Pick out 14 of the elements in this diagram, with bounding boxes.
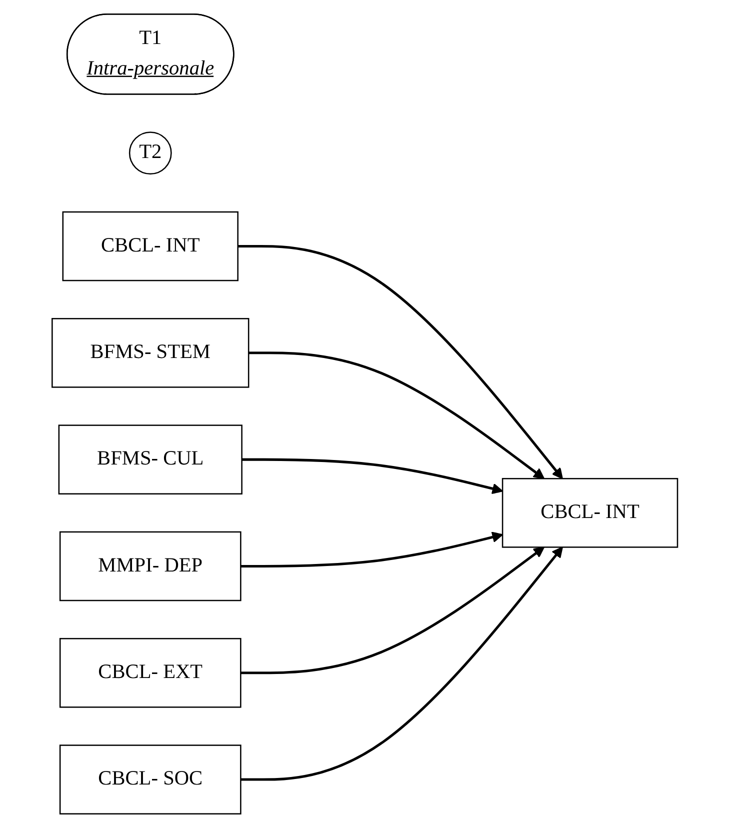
- arrow: [242, 458, 504, 494]
- node-box: CBCL- INT: [62, 210, 239, 281]
- arrow: [240, 546, 545, 674]
- arrow: [238, 244, 564, 479]
- node-box: CBCL- EXT: [60, 637, 242, 708]
- arrow: [240, 546, 564, 780]
- arrow: [240, 531, 504, 567]
- arrow: [248, 351, 545, 479]
- node-box: CBCL- INT: [502, 477, 678, 548]
- node-box: MMPI- DEP: [60, 530, 242, 601]
- node-box: BFMS- CUL: [58, 424, 243, 494]
- node-box: CBCL- SOC: [60, 744, 242, 814]
- node-circle: T2: [129, 131, 172, 174]
- node-box: BFMS- STEM: [52, 317, 250, 388]
